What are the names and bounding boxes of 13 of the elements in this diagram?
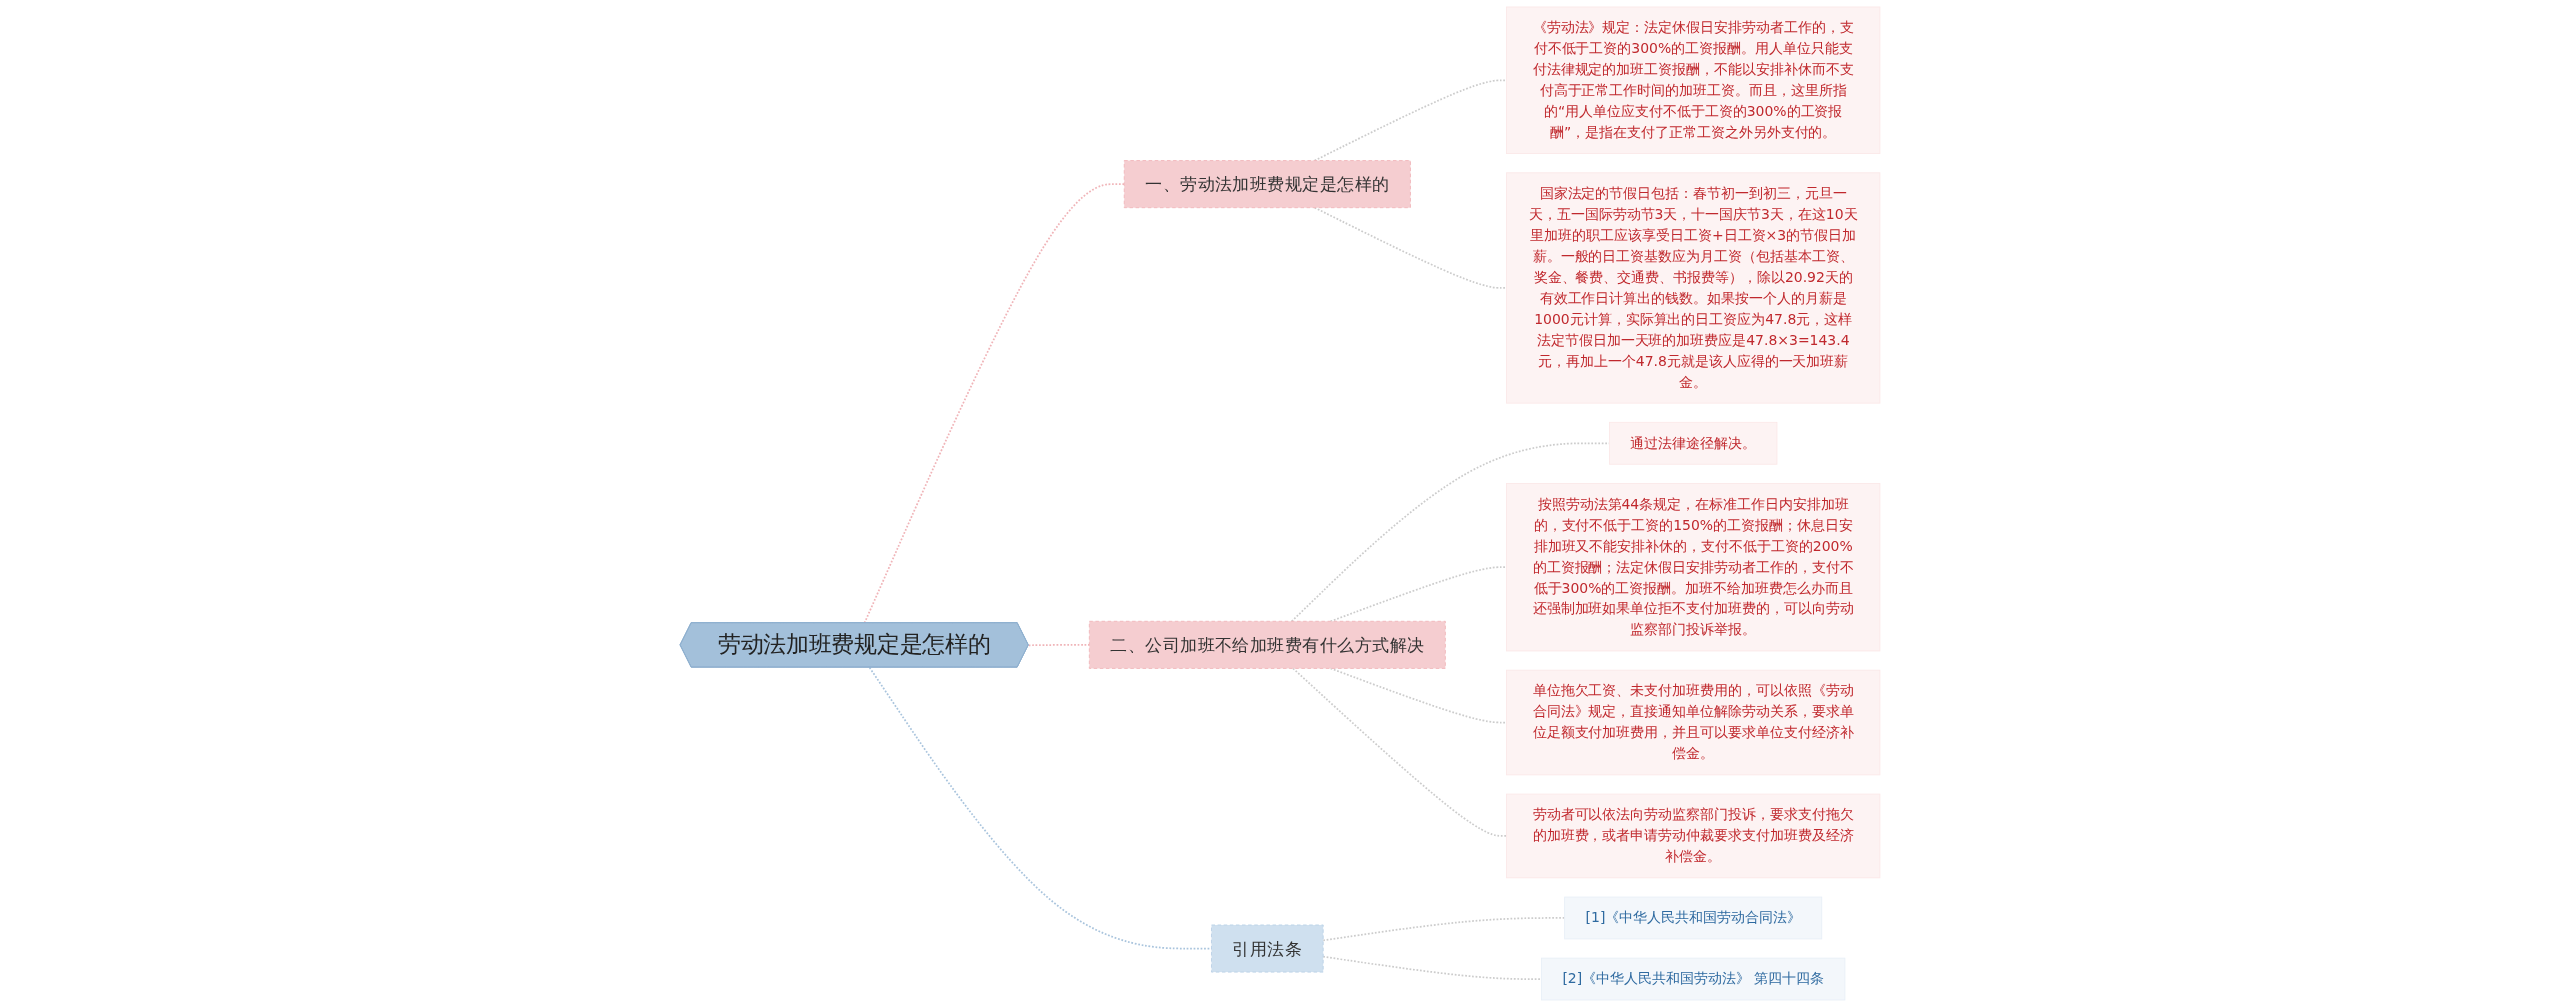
node-box: [2]《中华人民共和国劳动法》 第四十四条 — [1541, 957, 1846, 1001]
node-box: 按照劳动法第44条规定，在标准工作日内安排加班的，支付不低于工资的150%的工资报酬；休息日安排加班又不能安排补休的，支付不低于工资的200%的工资报酬；法定休假日安排劳动者工作的，支付不低于300%的工资报酬。加班不给加班费怎么办而且还强制加班如果单位拒不支付加班费的，可以向劳动监察部门投诉举报。 — [1506, 483, 1881, 652]
node-box: 国家法定的节假日包括：春节初一到初三，元旦一天，五一国际劳动节3天，十一国庆节3天，在这10天里加班的职工应该享受日工资+日工资×3的节假日加薪。一般的日工资基数应为月工资（包括基本工资、奖金、餐费、交通费、书报费等），除以20.92天的有效工作日计算出的钱数。如果按一个人的月薪是1000元计算，实际算出的日工资应为47.8元，这样法定节假日加一天班的加班费应是47.8×3=143.4元，再加上一个47.8元就是该人应得的一天加班薪金。 — [1506, 172, 1881, 404]
node-box: 通过法律途径解决。 — [1608, 421, 1778, 465]
node-box: 劳动者可以依法向劳动监察部门投诉，要求支付拖欠的加班费，或者申请劳动仲裁要求支付加班费及经济补偿金。 — [1506, 793, 1881, 879]
node-box: 《劳动法》规定：法定休假日安排劳动者工作的，支付不低于工资的300%的工资报酬。用人单位只能支付法律规定的加班工资报酬，不能以安排补休而不支付高于正常工作时间的加班工资。而且，这里所指的“用人单位应支付不低于工资的300%的工资报酬”，是指在支付了正常工资之外另外支付的。 — [1506, 6, 1881, 154]
node-box: 二、公司加班不给加班费有什么方式解决 — [1088, 620, 1446, 669]
node-box: 单位拖欠工资、未支付加班费用的，可以依照《劳动合同法》规定，直接通知单位解除劳动关系，要求单位足额支付加班费用，并且可以要求单位支付经济补偿金。 — [1506, 669, 1881, 776]
node-box: 引用法条 — [1211, 924, 1324, 973]
connector — [1292, 667, 1508, 837]
node-box: 一、劳动法加班费规定是怎样的 — [1123, 160, 1411, 209]
connector — [863, 183, 1126, 624]
node-box: [1]《中华人民共和国劳动合同法》 — [1564, 896, 1823, 940]
